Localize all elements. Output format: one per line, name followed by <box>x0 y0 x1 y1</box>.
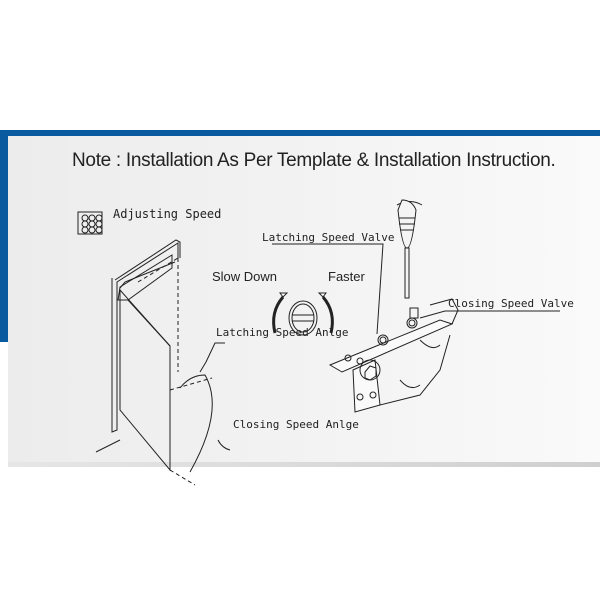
bottom-divider <box>8 462 600 467</box>
legend-label: Adjusting Speed <box>113 207 222 221</box>
latching-speed-angle-label: Latching Speed Anlge <box>216 326 349 339</box>
top-accent-bar <box>0 130 600 136</box>
door-illustration <box>95 239 231 486</box>
slow-down-label: Slow Down <box>212 269 278 284</box>
screwdriver-icon <box>396 199 423 299</box>
installation-note: Note : Installation As Per Template & In… <box>72 150 556 171</box>
diagram-panel <box>8 136 600 462</box>
left-accent-bar <box>0 130 8 342</box>
latching-speed-valve-label: Latching Speed Valve <box>262 231 395 244</box>
rotation-direction-symbol <box>272 292 334 336</box>
faster-label: Faster <box>328 269 365 284</box>
hex-pattern-icon <box>77 211 103 235</box>
closing-speed-angle-label: Closing Speed Anlge <box>233 418 359 431</box>
closing-speed-valve-label: Closing Speed Valve <box>448 297 574 310</box>
door-closer-body <box>328 298 459 413</box>
